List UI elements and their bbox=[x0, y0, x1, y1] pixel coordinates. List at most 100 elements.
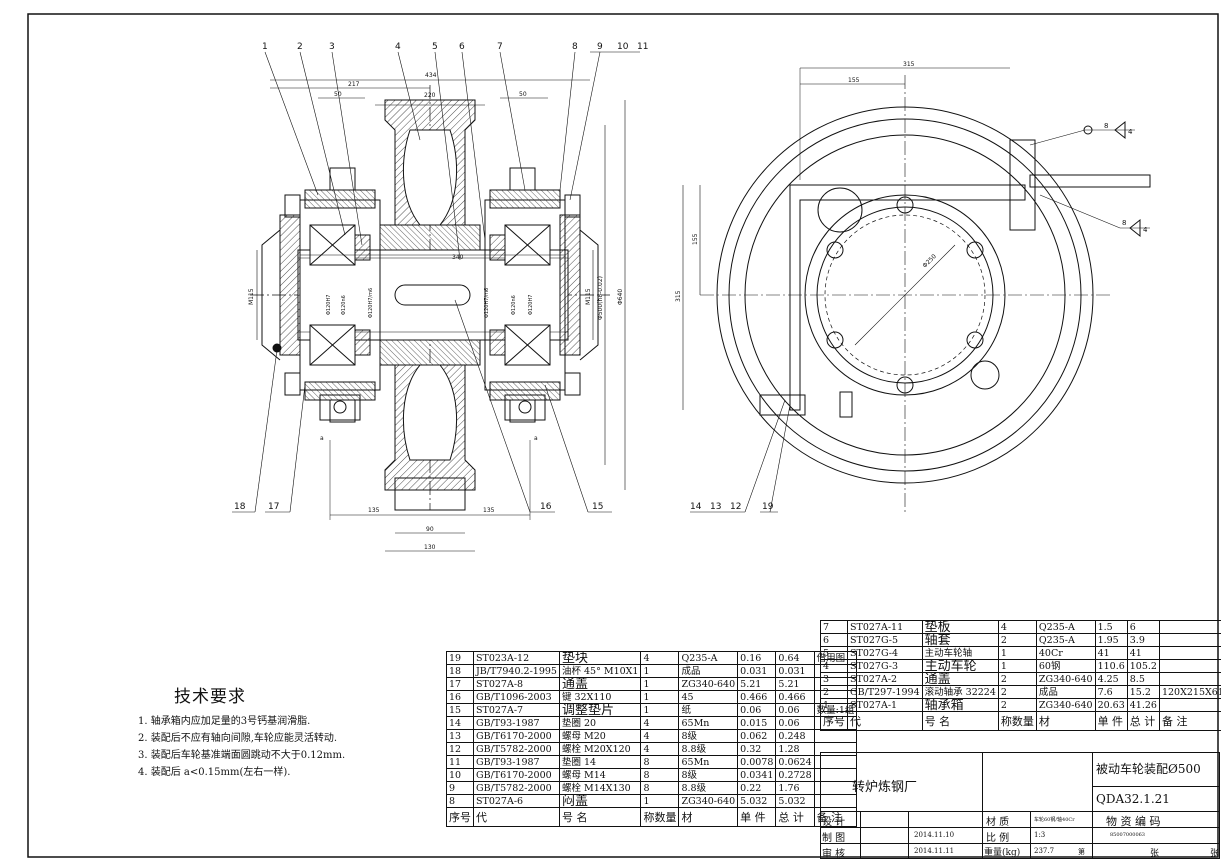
dimension-label: 340 bbox=[452, 254, 464, 261]
bom-cell-w1: 5.032 bbox=[738, 795, 776, 808]
bom-cell-name: 垫板 bbox=[922, 621, 998, 634]
bom-cell-w2: 8.5 bbox=[1127, 673, 1159, 686]
bom-cell-mat: Q235-A bbox=[679, 652, 738, 665]
bom-cell-code: GB/T93-1987 bbox=[474, 717, 560, 730]
bom-header-w1: 单 件 bbox=[1095, 712, 1127, 731]
bom-cell-name: 油杯 45° M10X1 bbox=[559, 665, 641, 678]
bom-cell-code: GB/T1096-2003 bbox=[474, 691, 560, 704]
bom-cell-qty: 1 bbox=[998, 647, 1036, 660]
bom-cell-code: GB/T6170-2000 bbox=[474, 730, 560, 743]
dimension-label: 50 bbox=[519, 91, 527, 98]
bom-cell-w2: 6 bbox=[1127, 621, 1159, 634]
bom-cell-code: ST027G-5 bbox=[848, 634, 923, 647]
bom-cell-name: 轴承箱 bbox=[922, 699, 998, 712]
bom-cell-qty: 1 bbox=[641, 691, 679, 704]
bom-cell-no: 1 bbox=[821, 699, 848, 712]
bom-cell-w1: 5.21 bbox=[738, 678, 776, 691]
bom-header-w2: 总 计 bbox=[776, 808, 814, 827]
bom-cell-mat: 成品 bbox=[1036, 686, 1095, 699]
company-name: 转炉炼钢厂 bbox=[852, 776, 917, 795]
bom-cell-name: 螺栓 M14X130 bbox=[559, 782, 641, 795]
requirement-item: 3. 装配后车轮基准端面圆跳动不大于0.12mm. bbox=[138, 747, 345, 764]
bom-cell-no: 16 bbox=[447, 691, 474, 704]
bom-cell-w1: 0.0341 bbox=[738, 769, 776, 782]
bom-cell-code: GB/T5782-2000 bbox=[474, 743, 560, 756]
weld-symbol-label: 4 bbox=[1143, 226, 1148, 234]
bom-cell-w1: 0.0078 bbox=[738, 756, 776, 769]
dimension-label: Φ640 bbox=[617, 289, 624, 305]
part-number-label: 14 bbox=[690, 502, 702, 512]
bom-cell-mat: 65Mn bbox=[679, 756, 738, 769]
dimension-label: Φ120n6 bbox=[511, 295, 517, 315]
bom-cell-qty: 1 bbox=[641, 704, 679, 717]
bom-cell-w1: 4.25 bbox=[1095, 673, 1127, 686]
bom-cell-w2: 0.0624 bbox=[776, 756, 814, 769]
dimension-label: 315 bbox=[675, 290, 682, 302]
bom-cell-name: 垫圈 14 bbox=[559, 756, 641, 769]
part-number-label: 13 bbox=[710, 502, 721, 512]
bom-cell-w2: 1.28 bbox=[776, 743, 814, 756]
bom-cell-no: 4 bbox=[821, 660, 848, 673]
bom-cell-w2: 0.248 bbox=[776, 730, 814, 743]
part-number-label: 18 bbox=[234, 502, 246, 512]
bom-cell-mat: 60钢 bbox=[1036, 660, 1095, 673]
bom-cell-no: 14 bbox=[447, 717, 474, 730]
bom-header-code: 代 bbox=[474, 808, 560, 827]
bom-cell-w2: 41.26 bbox=[1127, 699, 1159, 712]
dimension-label: 135 bbox=[368, 507, 380, 514]
bom-cell-name: 螺母 M20 bbox=[559, 730, 641, 743]
dimension-label: 130 bbox=[424, 544, 436, 551]
dimension-label: Φ120H7 bbox=[326, 295, 332, 315]
dimension-label: Φ500(h8-0.02) bbox=[597, 276, 604, 320]
bom-cell-w2: 1.76 bbox=[776, 782, 814, 795]
bom-cell-no: 9 bbox=[447, 782, 474, 795]
bom-cell-note bbox=[1159, 699, 1221, 712]
part-number-label: 19 bbox=[762, 502, 774, 512]
bom-cell-name: 垫块 bbox=[559, 652, 641, 665]
part-number-label: 4 bbox=[395, 42, 401, 52]
bom-cell-mat: 纸 bbox=[679, 704, 738, 717]
bom-cell-code: ST027A-6 bbox=[474, 795, 560, 808]
bom-cell-w1: 0.22 bbox=[738, 782, 776, 795]
material-label: 材 质 bbox=[986, 813, 1009, 828]
part-number-label: 17 bbox=[268, 502, 279, 512]
bom-cell-code: ST027A-7 bbox=[474, 704, 560, 717]
part-number-label: 5 bbox=[432, 42, 438, 52]
bom-cell-qty: 2 bbox=[998, 634, 1036, 647]
check-date: 2014.11.11 bbox=[914, 847, 954, 855]
bom-cell-w2: 0.031 bbox=[776, 665, 814, 678]
bom-header-qty: 称数量 bbox=[998, 712, 1036, 731]
technical-requirements: 技术要求 1. 轴承箱内应加足量的3号钙基润滑脂. 2. 装配后不应有轴向间隙,… bbox=[138, 682, 345, 781]
bom-cell-name: 通盖 bbox=[922, 673, 998, 686]
bom-cell-w2: 0.2728 bbox=[776, 769, 814, 782]
bom-header-name: 号 名 bbox=[559, 808, 641, 827]
bom-cell-qty: 8 bbox=[641, 782, 679, 795]
bom-cell-qty: 2 bbox=[998, 686, 1036, 699]
bom-header-w1: 单 件 bbox=[738, 808, 776, 827]
weight-value: 237.7 bbox=[1034, 847, 1054, 855]
bom-cell-name: 通盖 bbox=[559, 678, 641, 691]
bom-cell-w1: 0.16 bbox=[738, 652, 776, 665]
scale-value: 1:3 bbox=[1034, 831, 1045, 839]
bom-cell-mat: ZG340-640 bbox=[1036, 699, 1095, 712]
bom-cell-w1: 0.015 bbox=[738, 717, 776, 730]
right-view-labels: 14 13 12 19 315 155 155 315 Φ250 8 4 8 4 bbox=[675, 61, 1148, 512]
bom-cell-w1: 1.95 bbox=[1095, 634, 1127, 647]
weight-label: 重量(kg) bbox=[984, 845, 1020, 858]
part-number-label: 2 bbox=[297, 42, 303, 52]
drawing-name: 被动车轮装配Ø500 bbox=[1096, 760, 1201, 777]
dimension-label: Φ120H7/m6 bbox=[484, 288, 490, 318]
bom-header-note: 备 注 bbox=[1159, 712, 1221, 731]
bom-cell-no: 10 bbox=[447, 769, 474, 782]
